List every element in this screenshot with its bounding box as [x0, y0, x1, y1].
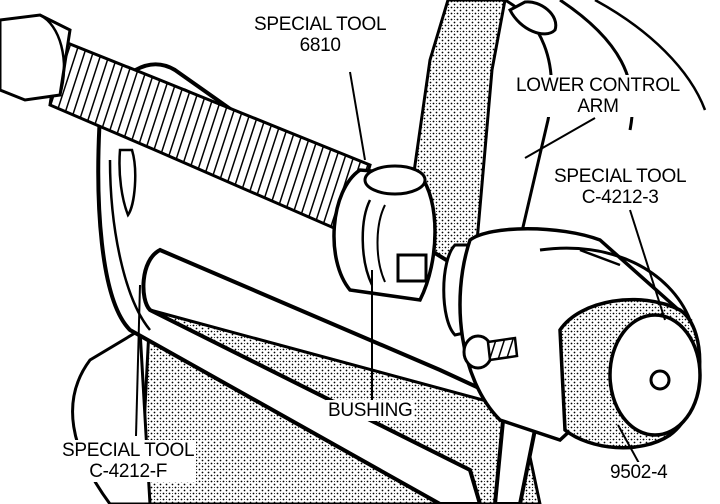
label-lower-control-arm: LOWER CONTROL ARM [514, 75, 682, 117]
leader-lines [135, 71, 666, 466]
set-screw-shape [462, 334, 519, 370]
leader-part-9502-4 [617, 424, 641, 466]
part-9502-4-shape [558, 297, 702, 450]
label-bushing: BUSHING [326, 400, 415, 421]
label-special-tool-c4212-f-line2: C-4212-F [89, 461, 168, 482]
label-part-9502-4-line1: 9502-4 [610, 462, 668, 483]
label-special-tool-c4212-3: SPECIAL TOOL C-4212-3 [552, 166, 689, 208]
label-special-tool-6810-line2: 6810 [299, 35, 341, 56]
label-lower-control-arm-line1: LOWER CONTROL [516, 75, 680, 96]
label-special-tool-c4212-f: SPECIAL TOOL C-4212-F [60, 440, 197, 482]
label-special-tool-6810: SPECIAL TOOL 6810 [252, 14, 389, 56]
leader-lower-control-arm [524, 117, 596, 159]
leader-tool-c4212-3 [629, 209, 666, 321]
label-part-9502-4: 9502-4 [608, 462, 670, 483]
label-special-tool-6810-line1: SPECIAL TOOL [254, 14, 387, 35]
label-special-tool-c4212-3-line2: C-4212-3 [581, 187, 659, 208]
label-special-tool-c4212-f-line1: SPECIAL TOOL [62, 440, 195, 461]
label-special-tool-c4212-3-line1: SPECIAL TOOL [554, 166, 687, 187]
label-bushing-line1: BUSHING [328, 400, 413, 421]
forcing-screw-shape [0, 13, 372, 238]
label-lower-control-arm-line2: ARM [577, 96, 619, 117]
leader-tool-c4212-f [135, 284, 141, 437]
leader-tool-6810 [349, 71, 366, 161]
